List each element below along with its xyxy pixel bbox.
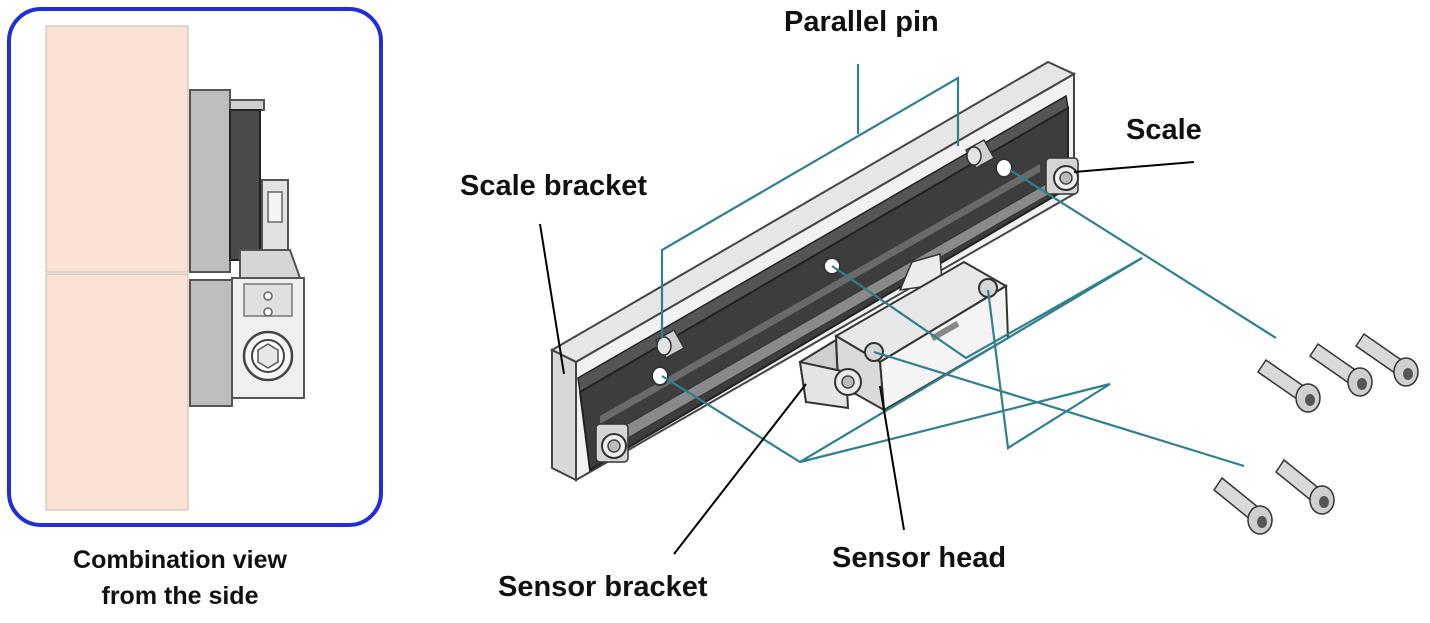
side-view-caption: Combination view from the side xyxy=(30,542,330,614)
mount-surface-upper xyxy=(45,25,189,273)
bolt-5 xyxy=(1274,458,1335,515)
side-scale xyxy=(229,109,261,261)
sensor-bracket xyxy=(798,338,862,410)
bolt-1 xyxy=(1256,358,1321,413)
side-view-caption-line2: from the side xyxy=(101,582,259,610)
sensor-bracket-leader xyxy=(673,383,807,555)
black-leader-lines xyxy=(539,161,1195,555)
label-sensor-head: Sensor head xyxy=(832,542,1007,574)
scale-leader xyxy=(1073,161,1195,173)
label-scale: Scale xyxy=(1126,114,1202,146)
scale-end-bolt-left xyxy=(595,423,629,463)
side-view-caption-line1: Combination view xyxy=(73,546,287,574)
label-parallel-pin: Parallel pin xyxy=(784,6,939,38)
scale-end-bolt-right xyxy=(1045,157,1079,195)
bolt-4 xyxy=(1212,476,1273,535)
label-sensor-bracket: Sensor bracket xyxy=(498,571,708,603)
scale-bracket-leader xyxy=(539,223,565,375)
main-assembly-drawing xyxy=(549,60,1419,535)
side-view-frame xyxy=(7,7,383,527)
sensor-head-leader xyxy=(879,385,905,531)
bolt-path-upper-center xyxy=(831,257,1143,360)
teal-leader-lines xyxy=(660,64,1277,468)
side-view-drawing xyxy=(45,25,305,511)
sensor-head xyxy=(834,253,1010,412)
side-scale-bracket xyxy=(189,89,231,273)
bolt-3 xyxy=(1354,332,1419,387)
parallel-pin-right xyxy=(964,138,996,170)
bolt-2 xyxy=(1308,342,1373,397)
mount-surface-lower xyxy=(45,273,189,511)
parallel-pin-leader xyxy=(660,76,960,338)
label-scale-bracket: Scale bracket xyxy=(460,170,648,202)
